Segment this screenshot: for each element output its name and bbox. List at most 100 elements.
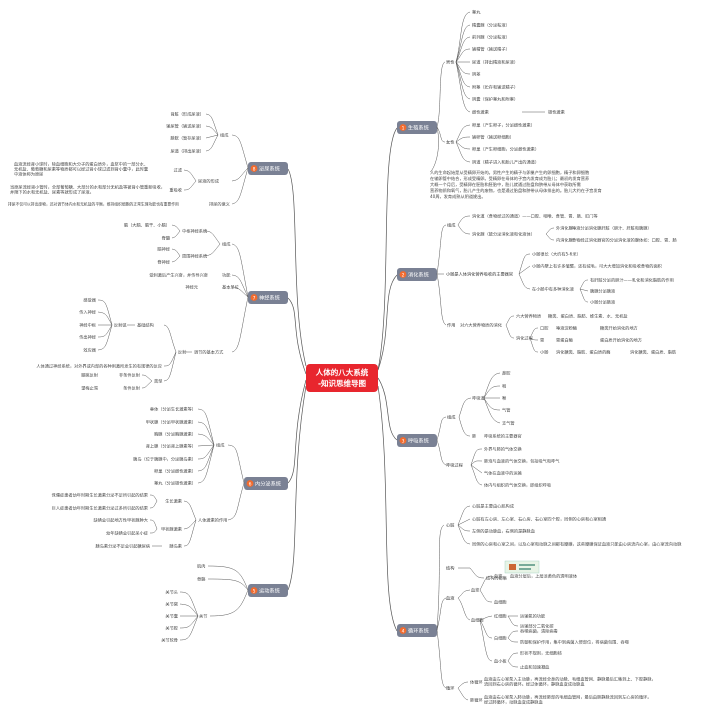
svg-text:肺: 肺 xyxy=(472,434,476,440)
svg-text:有肝脏分泌的胆汁——乳化和消化脂肪的作用: 有肝脏分泌的胆汁——乳化和消化脂肪的作用 xyxy=(590,277,674,284)
urinary-lines xyxy=(183,113,249,205)
svg-text:运输氧的功能: 运输氧的功能 xyxy=(520,613,546,620)
svg-text:小肠内壁上有许多皱襞，还有绒毛，可大大增加消化和吸收食物的面: 小肠内壁上有许多皱襞，还有绒毛，可大大增加消化和吸收食物的面积 xyxy=(532,263,662,270)
svg-text:咽: 咽 xyxy=(502,384,506,390)
svg-text:小肠是人体消化营养吸收的主要器官: 小肠是人体消化营养吸收的主要器官 xyxy=(446,271,513,278)
svg-text:2: 2 xyxy=(402,272,405,278)
svg-text:当原尿流经肾小管时，全部葡萄糖、大部分的水和部分无机盐等被肾: 当原尿流经肾小管时，全部葡萄糖、大部分的水和部分无机盐等被肾小管重新吸收， xyxy=(10,184,165,191)
badge-icon xyxy=(399,124,407,131)
branch-nervous[interactable]: 7 神经系统 xyxy=(248,291,288,304)
svg-text:甲状腺激素: 甲状腺激素 xyxy=(161,526,182,533)
svg-text:组成: 组成 xyxy=(447,222,455,229)
svg-text:膀胱（暂存尿液）: 膀胱（暂存尿液） xyxy=(170,135,204,142)
svg-text:3: 3 xyxy=(402,438,405,444)
svg-text:尿道（排出尿液）: 尿道（排出尿液） xyxy=(170,148,204,155)
svg-text:望梅止渴: 望梅止渴 xyxy=(81,385,98,392)
svg-text:睾丸: 睾丸 xyxy=(472,9,481,16)
svg-text:脊髓: 脊髓 xyxy=(162,235,171,242)
svg-text:脑神经: 脑神经 xyxy=(157,246,170,253)
svg-text:尿道（排出精液和尿液）: 尿道（排出精液和尿液） xyxy=(472,59,518,66)
branch-digestive[interactable]: 2 消化系统 xyxy=(397,268,437,281)
svg-text:胰岛素: 胰岛素 xyxy=(169,543,182,550)
svg-text:6: 6 xyxy=(249,481,252,487)
svg-text:神经元: 神经元 xyxy=(185,284,198,291)
badge-icon xyxy=(250,294,258,301)
svg-text:同侧的心房和心室之间，以及心室和动脉之间都有瓣膜，这些瓣膜保: 同侧的心房和心室之间，以及心室和动脉之间都有瓣膜，这些瓣膜保证血液只能由心房流向… xyxy=(472,541,682,548)
svg-text:神经中枢: 神经中枢 xyxy=(79,322,97,329)
svg-text:血液: 血液 xyxy=(446,595,455,602)
svg-text:肾上腺（分泌肾上腺素等）: 肾上腺（分泌肾上腺素等） xyxy=(146,443,196,450)
svg-text:红细胞: 红细胞 xyxy=(494,613,507,620)
svg-text:营养物质和氧气，胎儿产生的废物，也是通过胎盘和脐带从母体排出: 营养物质和氧气，胎儿产生的废物，也是通过胎盘和脐带从母体排出的。胎儿大约在子宫发… xyxy=(430,187,602,194)
branch-reproductive-label: 生殖系统 xyxy=(408,124,429,132)
svg-text:中枢神经系统: 中枢神经系统 xyxy=(182,228,207,235)
svg-text:结构的都集: 结构的都集 xyxy=(486,575,508,582)
branch-respiratory-label: 呼吸系统 xyxy=(408,437,429,445)
svg-text:关节: 关节 xyxy=(199,613,207,620)
branch-respiratory[interactable]: 3 呼吸系统 xyxy=(397,434,437,447)
svg-text:幼年缺碘会引起呆小症: 幼年缺碘会引起呆小症 xyxy=(106,530,149,537)
svg-text:支气管: 支气管 xyxy=(502,420,515,427)
svg-text:胃蛋白酶: 胃蛋白酶 xyxy=(556,337,573,344)
svg-text:人体激素的作用: 人体激素的作用 xyxy=(198,517,227,524)
svg-text:组成: 组成 xyxy=(447,414,455,421)
reproductive-desc: 人的生命起始是从受精卵开始的。男性产生的精子与卵巢产生的卵细胞，精子和卵细胞 在… xyxy=(430,169,602,200)
svg-text:口腔: 口腔 xyxy=(540,325,548,332)
svg-text:外消化腺: 外消化腺 xyxy=(556,225,574,232)
svg-text:阴道（精子进入和胎儿产出的通道）: 阴道（精子进入和胎儿产出的通道） xyxy=(472,159,539,166)
svg-text:形状不规则，无细胞核: 形状不规则，无细胞核 xyxy=(520,650,563,657)
svg-text:血细胞: 血细胞 xyxy=(494,599,507,606)
svg-text:组成: 组成 xyxy=(220,132,228,139)
svg-text:胰岛素分泌不足会引起糖尿病: 胰岛素分泌不足会引起糖尿病 xyxy=(96,543,150,550)
svg-text:类型: 类型 xyxy=(154,378,162,385)
svg-text:经过肺循环，动脉血变成静脉血: 经过肺循环，动脉血变成静脉血 xyxy=(484,699,543,706)
svg-text:人体通过神经系统，对外界或内部的各种刺激所发生的有规律的反应: 人体通过神经系统，对外界或内部的各种刺激所发生的有规律的反应 xyxy=(36,363,162,370)
svg-text:血细胞: 血细胞 xyxy=(471,617,484,624)
svg-text:基本单位: 基本单位 xyxy=(222,284,239,291)
svg-text:40周，发育成熟从阴道娩出。: 40周，发育成熟从阴道娩出。 xyxy=(430,193,486,200)
svg-text:运输部分二氧化碳: 运输部分二氧化碳 xyxy=(520,623,554,630)
branch-reproductive[interactable]: 1 生殖系统 xyxy=(397,121,437,134)
svg-text:缺碘会引起地方性甲状腺肿大: 缺碘会引起地方性甲状腺肿大 xyxy=(94,517,148,524)
svg-text:消化糖类、蛋白质、脂肪: 消化糖类、蛋白质、脂肪 xyxy=(630,349,676,356)
svg-text:反射弧: 反射弧 xyxy=(114,322,127,329)
branch-urinary[interactable]: 8 泌尿系统 xyxy=(248,162,288,175)
endocrine-lines xyxy=(149,408,245,547)
circulatory-lines xyxy=(436,505,519,701)
svg-text:糖类开始消化的地方: 糖类开始消化的地方 xyxy=(600,325,638,332)
svg-text:血液流经肾小球时，除血细胞和大分子的蛋白质外，血浆中的一部分: 血液流经肾小球时，除血细胞和大分子的蛋白质外，血浆中的一部分水、 xyxy=(14,161,148,168)
svg-text:蛋白质开始消化的地方: 蛋白质开始消化的地方 xyxy=(600,337,642,344)
center-title-line1: 人体的八大系统 xyxy=(316,367,369,377)
svg-text:糖类、蛋白质、脂肪、维生素、水、无机盐: 糖类、蛋白质、脂肪、维生素、水、无机盐 xyxy=(548,313,628,320)
svg-text:在小肠中有多种消化液: 在小肠中有多种消化液 xyxy=(532,286,575,293)
svg-text:关节窝: 关节窝 xyxy=(165,601,178,608)
svg-text:关节腔: 关节腔 xyxy=(165,625,178,632)
svg-text:5: 5 xyxy=(253,588,256,594)
svg-text:雄性激素: 雄性激素 xyxy=(548,109,565,116)
branch-digestive-label: 消化系统 xyxy=(408,271,429,279)
svg-text:1: 1 xyxy=(402,125,405,131)
center-node[interactable]: 人体的八大系统 -知识思维导图 xyxy=(306,364,378,392)
branch-endocrine[interactable]: 6 内分泌系统 xyxy=(244,477,288,490)
badge-icon xyxy=(250,165,258,172)
svg-text:血小板: 血小板 xyxy=(494,658,507,665)
svg-text:尿液的形成: 尿液的形成 xyxy=(198,178,219,185)
svg-text:无机盐、葡萄糖和尿素等物质都可以经过肾小球过滤到肾小囊中，此: 无机盐、葡萄糖和尿素等物质都可以经过肾小球过滤到肾小囊中，此时囊 xyxy=(14,166,148,173)
branch-motor[interactable]: 5 运动系统 xyxy=(248,584,288,597)
svg-text:血浆: 血浆 xyxy=(494,573,503,579)
svg-text:效应器: 效应器 xyxy=(83,347,96,354)
svg-text:脑（大脑、脑干、小脑）: 脑（大脑、脑干、小脑） xyxy=(124,222,170,229)
digestive-lines xyxy=(436,215,589,353)
badge-icon xyxy=(399,437,407,444)
svg-text:反射: 反射 xyxy=(178,349,186,356)
svg-text:喉: 喉 xyxy=(502,395,507,402)
svg-text:唾液分泌消化腺肝脏（胆汁、肝脏和胰腺）: 唾液分泌消化腺肝脏（胆汁、肝脏和胰腺） xyxy=(572,225,652,232)
svg-text:人的生命起始是从受精卵开始的。男性产生的精子与卵巢产生的卵细: 人的生命起始是从受精卵开始的。男性产生的精子与卵巢产生的卵细胞，精子和卵细胞 xyxy=(430,169,590,176)
svg-text:阴茎: 阴茎 xyxy=(472,71,480,78)
svg-text:雌性激素: 雌性激素 xyxy=(472,109,489,116)
svg-text:排尿的意义: 排尿的意义 xyxy=(209,201,231,208)
svg-text:结构: 结构 xyxy=(446,565,454,572)
svg-text:胸腺（分泌胸腺激素）: 胸腺（分泌胸腺激素） xyxy=(154,431,196,438)
branch-circulatory[interactable]: 4 循环系统 xyxy=(397,624,437,637)
svg-text:感受器: 感受器 xyxy=(83,297,96,304)
